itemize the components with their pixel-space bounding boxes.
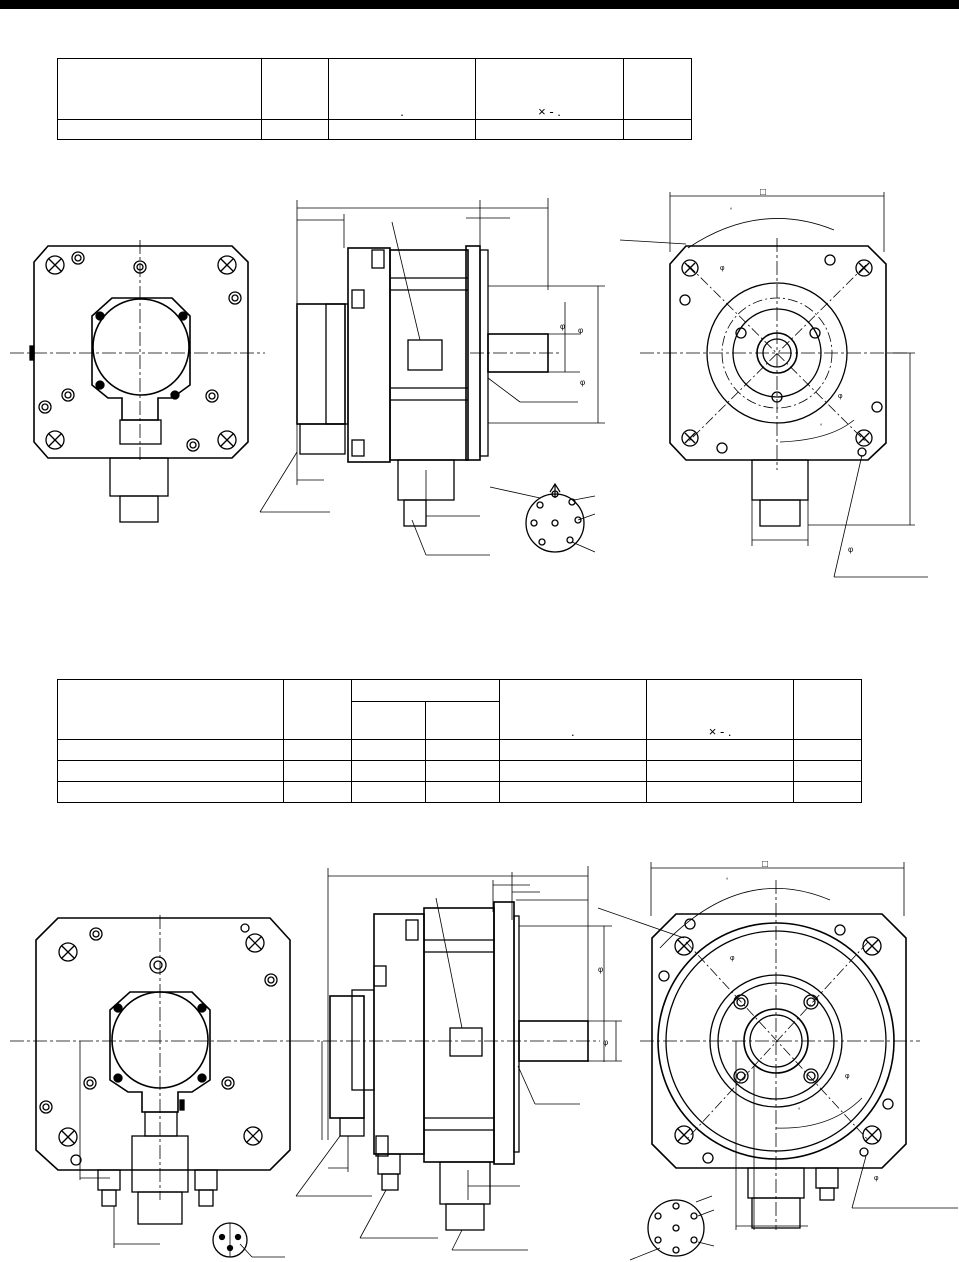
degree-symbol: ° <box>730 208 733 214</box>
spec-table-1: . × - . <box>57 58 692 140</box>
bolt-hole <box>855 259 873 277</box>
square-symbol: □ <box>762 859 768 870</box>
bolt-hole <box>674 1125 694 1145</box>
phi-symbol: φ <box>838 393 843 400</box>
table-cell <box>57 781 284 803</box>
phi-symbol: φ <box>874 1175 879 1182</box>
degree-symbol: ° <box>820 424 823 430</box>
phi-symbol: φ <box>720 265 725 272</box>
bolt-hole <box>217 430 237 450</box>
phi-symbol: φ <box>560 322 565 331</box>
nameplate <box>449 1027 483 1057</box>
output-header <box>282 679 353 740</box>
motor-1-side-view: φ φ φ <box>259 198 605 556</box>
phi-symbol: φ <box>730 955 735 962</box>
bolt-hole <box>58 942 78 962</box>
phi-symbol: φ <box>580 378 585 387</box>
inertia-header: × - . <box>475 58 624 120</box>
table-cell <box>793 781 862 803</box>
bolt-hole <box>674 936 694 956</box>
bolt-hole <box>681 429 699 447</box>
motor-2-front-view: □ ° ° φ φ φ <box>597 859 958 1261</box>
motor-1-front-view: □ ° ° φ φ φ <box>619 187 928 578</box>
spec-table-2: . × - . <box>57 679 862 803</box>
table-cell <box>645 781 795 803</box>
bolt-hole <box>681 259 699 277</box>
degree-symbol: ° <box>798 1108 801 1114</box>
bolt-hole <box>58 1127 78 1147</box>
bolt-hole <box>862 936 882 956</box>
bolt-hole <box>245 933 265 953</box>
motor-2-side-view: φ φ <box>295 866 622 1251</box>
table-cell <box>351 781 427 803</box>
motor-2-rear-view <box>10 915 300 1258</box>
phi-symbol: φ <box>848 545 853 554</box>
dimension-subheader-2 <box>425 701 500 740</box>
phi-symbol: φ <box>578 326 583 335</box>
bolt-hole <box>243 1126 263 1146</box>
phi-symbol: φ <box>603 1038 608 1047</box>
phi-symbol: φ <box>845 1073 850 1080</box>
weight-header: . <box>498 679 648 740</box>
bolt-hole <box>217 255 237 275</box>
model-header <box>57 679 284 740</box>
extra-header <box>623 58 692 120</box>
motor-1-rear-view <box>10 240 265 523</box>
extra-header <box>793 679 862 740</box>
nameplate <box>407 339 443 371</box>
phi-symbol: φ <box>598 965 603 974</box>
table-cell <box>623 119 692 140</box>
degree-symbol: ° <box>726 878 729 884</box>
bolt-hole <box>45 255 65 275</box>
bolt-hole <box>855 429 873 447</box>
bolt-hole <box>862 1125 882 1145</box>
header-bar <box>0 0 959 9</box>
dimension-subheader-1 <box>351 701 427 740</box>
bolt-hole <box>45 430 65 450</box>
weight-header: . <box>328 58 476 120</box>
square-symbol: □ <box>760 187 766 198</box>
